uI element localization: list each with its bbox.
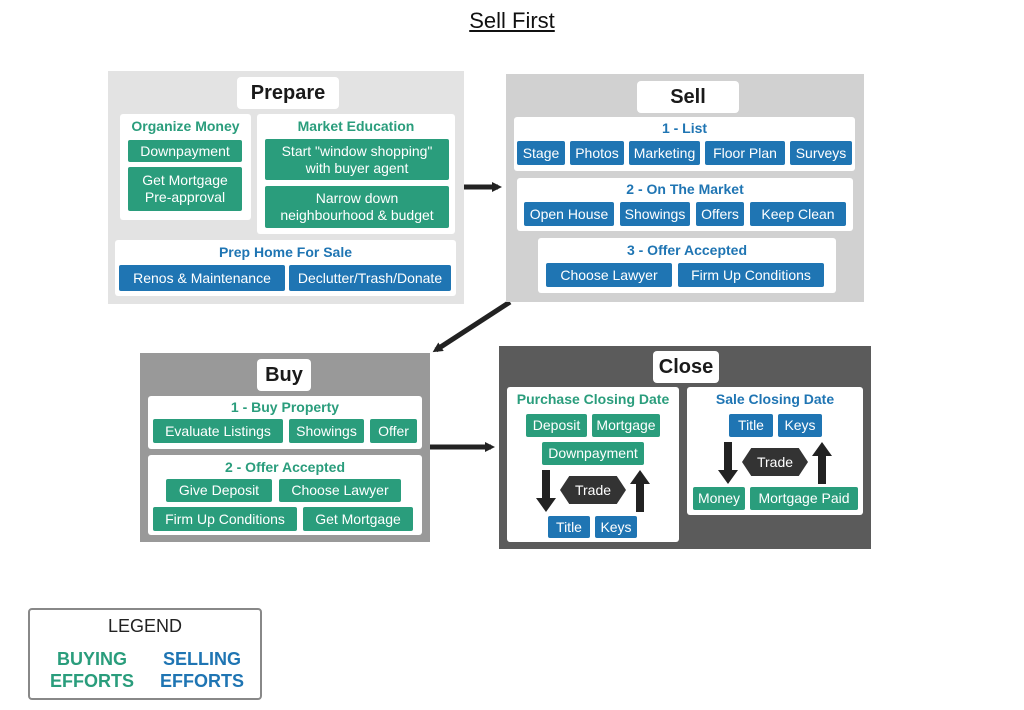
close-heading: Close <box>653 351 719 383</box>
floor-plan-item: Floor Plan <box>705 141 785 165</box>
sale-closing-title: Sale Closing Date <box>715 391 835 407</box>
declutter-item: Declutter/Trash/Donate <box>289 265 451 291</box>
on-market-title: 2 - On The Market <box>626 181 744 197</box>
legend <box>28 608 262 700</box>
purchase-closing-title: Purchase Closing Date <box>516 391 670 407</box>
legend-title: LEGEND <box>107 616 183 636</box>
legend-buying: BUYING EFFORTS <box>50 649 134 691</box>
photos-item: Photos <box>570 141 624 165</box>
purchase-up-arrow-icon <box>630 470 650 512</box>
give-deposit-item: Give Deposit <box>166 479 272 502</box>
buy-offer-accepted-title: 2 - Offer Accepted <box>224 459 346 475</box>
market-education-title: Market Education <box>297 118 415 134</box>
sale-keys-item: Keys <box>778 414 822 437</box>
prep-home-title: Prep Home For Sale <box>218 244 353 260</box>
purchase-keys-item: Keys <box>595 516 637 538</box>
open-house-item: Open House <box>524 202 614 226</box>
sale-up-arrow-icon <box>812 442 832 484</box>
narrow-down-item: Narrow down neighbourhood & budget <box>265 186 449 228</box>
renos-item: Renos & Maintenance <box>119 265 285 291</box>
purchase-title-item: Title <box>548 516 590 538</box>
organize-money-title: Organize Money <box>131 118 240 134</box>
downpayment-item: Downpayment <box>128 140 242 162</box>
purchase-down-arrow-icon <box>536 470 556 512</box>
deposit-item: Deposit <box>526 414 587 437</box>
surveys-item: Surveys <box>790 141 852 165</box>
marketing-item: Marketing <box>629 141 700 165</box>
buy-property-title: 1 - Buy Property <box>230 399 340 415</box>
sale-trade-badge: Trade <box>742 448 808 476</box>
showings-item: Showings <box>620 202 690 226</box>
sell-offer-accepted-title: 3 - Offer Accepted <box>626 242 748 258</box>
offers-item: Offers <box>696 202 744 226</box>
choose-lawyer-item: Choose Lawyer <box>546 263 672 287</box>
purchase-trade-badge: Trade <box>560 476 626 504</box>
firm-up-conditions-item: Firm Up Conditions <box>678 263 824 287</box>
keep-clean-item: Keep Clean <box>750 202 846 226</box>
sell-heading: Sell <box>637 81 739 113</box>
arrow-sell-to-buy <box>432 299 512 353</box>
page-title: Sell First <box>469 8 555 33</box>
purchase-downpayment-item: Downpayment <box>542 442 644 465</box>
get-mortgage-item: Get Mortgage <box>303 507 413 531</box>
mortgage-preapproval-item: Get Mortgage Pre-approval <box>128 167 242 211</box>
legend-selling: SELLING EFFORTS <box>160 649 244 691</box>
sale-down-arrow-icon <box>718 442 738 484</box>
evaluate-listings-item: Evaluate Listings <box>153 419 283 443</box>
money-item: Money <box>693 487 745 510</box>
buy-choose-lawyer-item: Choose Lawyer <box>279 479 401 502</box>
buy-firm-up-conditions-item: Firm Up Conditions <box>153 507 297 531</box>
list-title: 1 - List <box>661 120 708 136</box>
prepare-heading: Prepare <box>237 77 339 109</box>
sale-title-item: Title <box>729 414 773 437</box>
mortgage-paid-item: Mortgage Paid <box>750 487 858 510</box>
offer-item: Offer <box>370 419 417 443</box>
stage-item: Stage <box>517 141 565 165</box>
buy-heading: Buy <box>257 359 311 391</box>
buy-showings-item: Showings <box>289 419 364 443</box>
window-shopping-item: Start "window shopping" with buyer agent <box>265 139 449 180</box>
mortgage-item: Mortgage <box>592 414 660 437</box>
